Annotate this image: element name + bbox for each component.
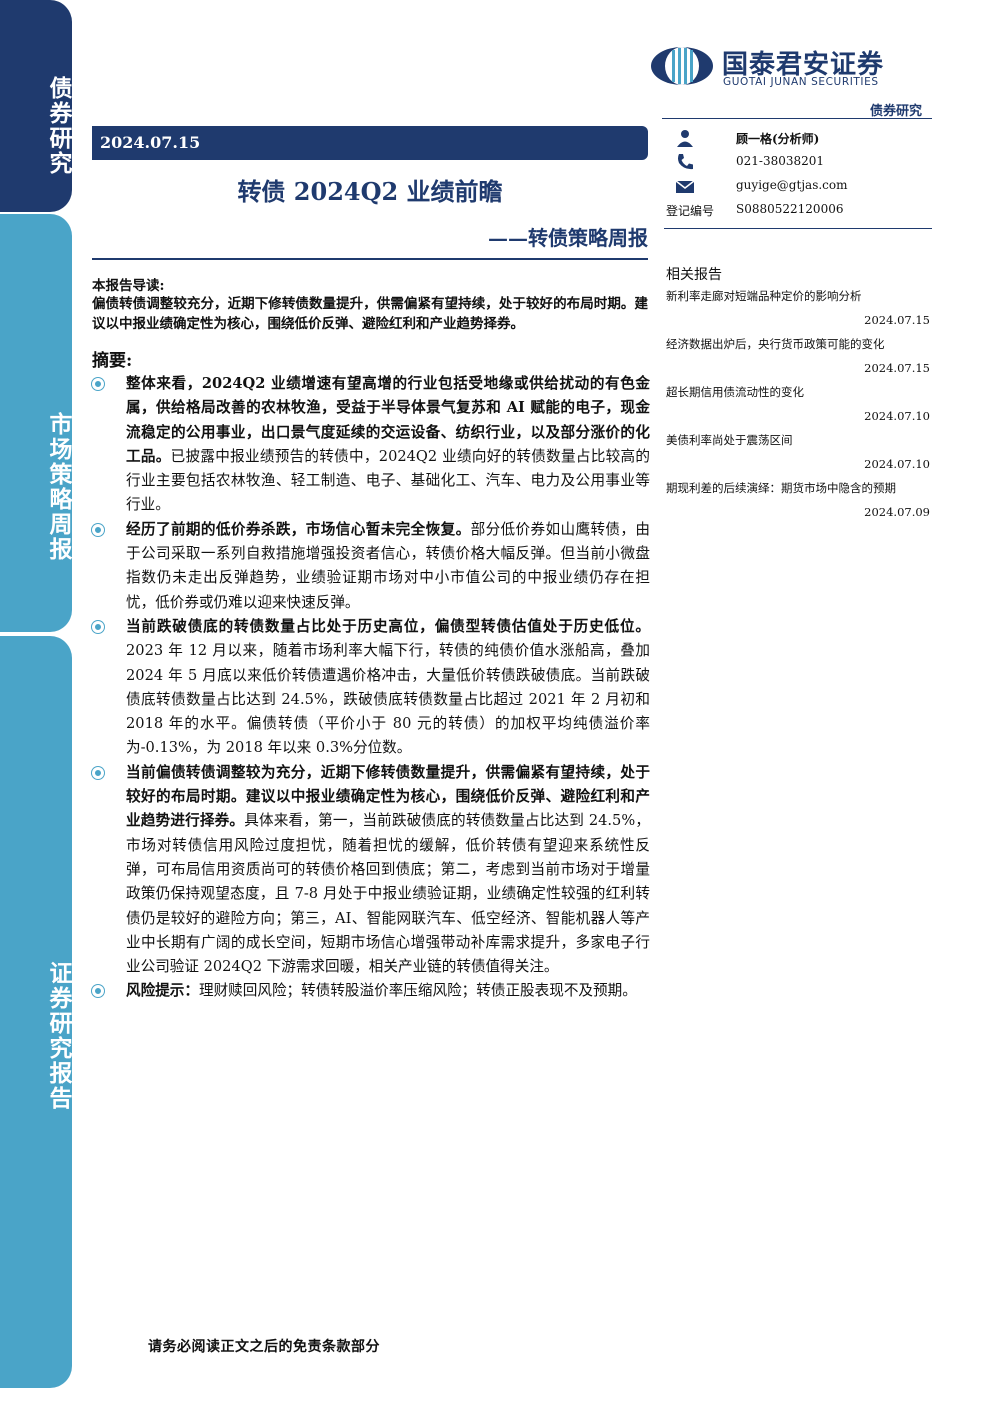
- bullet-text: 部分低价券如山鹰转债，由于公司采取一系列自救措施增强投资者信心，转债价格大幅反弹…: [126, 520, 650, 611]
- contact-row-analyst: 顾一格(分析师): [664, 126, 932, 150]
- analyst-name: 顾一格(分析师): [736, 132, 820, 146]
- bullet-icon: [92, 378, 104, 390]
- bullet-icon: [92, 620, 104, 633]
- related-report-item[interactable]: 美债利率尚处于震荡区间 2024.07.10: [666, 432, 930, 472]
- sidebar-tab-market-strategy: 市场策略周报: [0, 214, 72, 632]
- guide-text: 偏债转债调整较充分，近期下修转债数量提升，供需偏紧有望持续，处于较好的布局时期。…: [92, 296, 648, 332]
- bullet-bold: 风险提示：: [126, 982, 199, 1000]
- related-report-item[interactable]: 新利率走廊对短端品种定价的影响分析 2024.07.15: [666, 288, 930, 328]
- registration-label: 登记编号: [666, 204, 715, 218]
- brand-name-en: GUOTAI JUNAN SECURITIES: [723, 76, 879, 88]
- bullet-text: 具体来看，第一，当前跌破债底的转债数量占比达到 24.5%，市场对转债信用风险过…: [126, 812, 650, 976]
- bullet-bold: 整体来看，2024Q2 业绩增速有望高增的行业包括受地缘或供给扰动的有色金属，供…: [126, 375, 650, 465]
- related-report-date: 2024.07.09: [864, 505, 930, 519]
- phone-number[interactable]: 021-38038201: [736, 154, 825, 168]
- summary-bullets: 整体来看，2024Q2 业绩增速有望高增的行业包括受地缘或供给扰动的有色金属，供…: [92, 372, 650, 1004]
- related-reports-heading: 相关报告: [666, 267, 722, 283]
- phone-icon: [678, 154, 693, 170]
- related-report-item[interactable]: 期现利差的后续演绎：期货市场中隐含的预期 2024.07.09: [666, 480, 930, 520]
- bullet-bold: 经历了前期的低价券杀跌，市场信心暂未完全恢复。: [126, 520, 471, 538]
- related-report-date: 2024.07.10: [864, 409, 930, 423]
- summary-bullet: 经历了前期的低价券杀跌，市场信心暂未完全恢复。部分低价券如山鹰转债，由于公司采取…: [92, 518, 650, 615]
- related-report-date: 2024.07.10: [864, 457, 930, 471]
- logo-mark-icon: [651, 47, 713, 85]
- bullet-icon: [92, 523, 104, 536]
- report-date: 2024.07.15: [100, 133, 201, 152]
- guide-heading: 本报告导读:: [92, 278, 165, 294]
- related-report-item[interactable]: 超长期信用债流动性的变化 2024.07.10: [666, 384, 930, 424]
- summary-bullet: 当前偏债转债调整较为充分，近期下修转债数量提升，供需偏紧有望持续，处于较好的布局…: [92, 761, 650, 980]
- related-report-title[interactable]: 期现利差的后续演绎：期货市场中隐含的预期: [666, 481, 896, 495]
- bullet-bold: 当前偏债转债调整较为充分，近期下修转债数量提升，供需偏紧有望持续，处于较好的布局…: [126, 763, 650, 830]
- summary-bullet: 整体来看，2024Q2 业绩增速有望高增的行业包括受地缘或供给扰动的有色金属，供…: [92, 372, 650, 518]
- related-report-date: 2024.07.15: [864, 313, 930, 327]
- sidebar-tab-securities-report: 证券研究报告: [0, 636, 72, 1388]
- bullet-icon: [92, 985, 104, 998]
- summary-heading: 摘要:: [92, 351, 133, 371]
- contact-divider: [664, 228, 932, 229]
- related-report-title[interactable]: 美债利率尚处于震荡区间: [666, 433, 793, 447]
- bullet-text: 理财赎回风险；转债转股溢价率压缩风险；转债正股表现不及预期。: [198, 982, 637, 1000]
- email-address[interactable]: guyige@gtjas.com: [736, 178, 848, 192]
- brand-logo: 国泰君安证券 GUOTAI JUNAN SECURITIES: [650, 46, 930, 92]
- sidebar-tab-bond-research: 债券研究: [0, 0, 72, 212]
- brand-name-cn: 国泰君安证券: [722, 50, 885, 80]
- registration-number: S0880522120006: [736, 202, 844, 216]
- bullet-text: 已披露中报业绩预告的转债中，2024Q2 业绩向好的转债数量占比较高的行业主要包…: [126, 447, 650, 514]
- summary-bullet: 风险提示：理财赎回风险；转债转股溢价率压缩风险；转债正股表现不及预期。: [92, 979, 650, 1003]
- email-icon: [675, 180, 695, 193]
- report-title: 转债 2024Q2 业绩前瞻: [237, 177, 503, 206]
- header-divider: [662, 118, 932, 119]
- contact-row-phone: 021-38038201: [664, 150, 932, 174]
- date-bar: 2024.07.15: [92, 126, 648, 160]
- disclaimer-footer: 请务必阅读正文之后的免责条款部分: [148, 1339, 380, 1355]
- department-label: 债券研究: [870, 104, 923, 119]
- contact-row-registration: 登记编号 S0880522120006: [664, 198, 932, 222]
- related-report-title[interactable]: 新利率走廊对短端品种定价的影响分析: [666, 289, 862, 303]
- bullet-bold: 当前跌破债底的转债数量占比处于历史高位，偏债型转债估值处于历史低位。: [126, 617, 650, 635]
- related-report-title[interactable]: 经济数据出炉后，央行货币政策可能的变化: [666, 337, 885, 351]
- title-divider: [92, 258, 648, 260]
- related-report-item[interactable]: 经济数据出炉后，央行货币政策可能的变化 2024.07.15: [666, 336, 930, 376]
- analyst-contact: 顾一格(分析师) 021-38038201 guyige@gtjas.com 登…: [664, 126, 932, 222]
- bullet-text: 2023 年 12 月以来，随着市场利率大幅下行，转债的纯债价值水涨船高，叠加 …: [126, 642, 650, 757]
- related-reports-list: 新利率走廊对短端品种定价的影响分析 2024.07.15 经济数据出炉后，央行货…: [666, 288, 930, 528]
- bullet-icon: [92, 766, 104, 779]
- report-subtitle: ——转债策略周报: [488, 226, 648, 250]
- related-report-date: 2024.07.15: [864, 361, 930, 375]
- contact-row-email: guyige@gtjas.com: [664, 174, 932, 198]
- analyst-icon: [677, 130, 693, 147]
- summary-bullet: 当前跌破债底的转债数量占比处于历史高位，偏债型转债估值处于历史低位。 2023 年…: [92, 615, 650, 761]
- related-report-title[interactable]: 超长期信用债流动性的变化: [666, 385, 804, 399]
